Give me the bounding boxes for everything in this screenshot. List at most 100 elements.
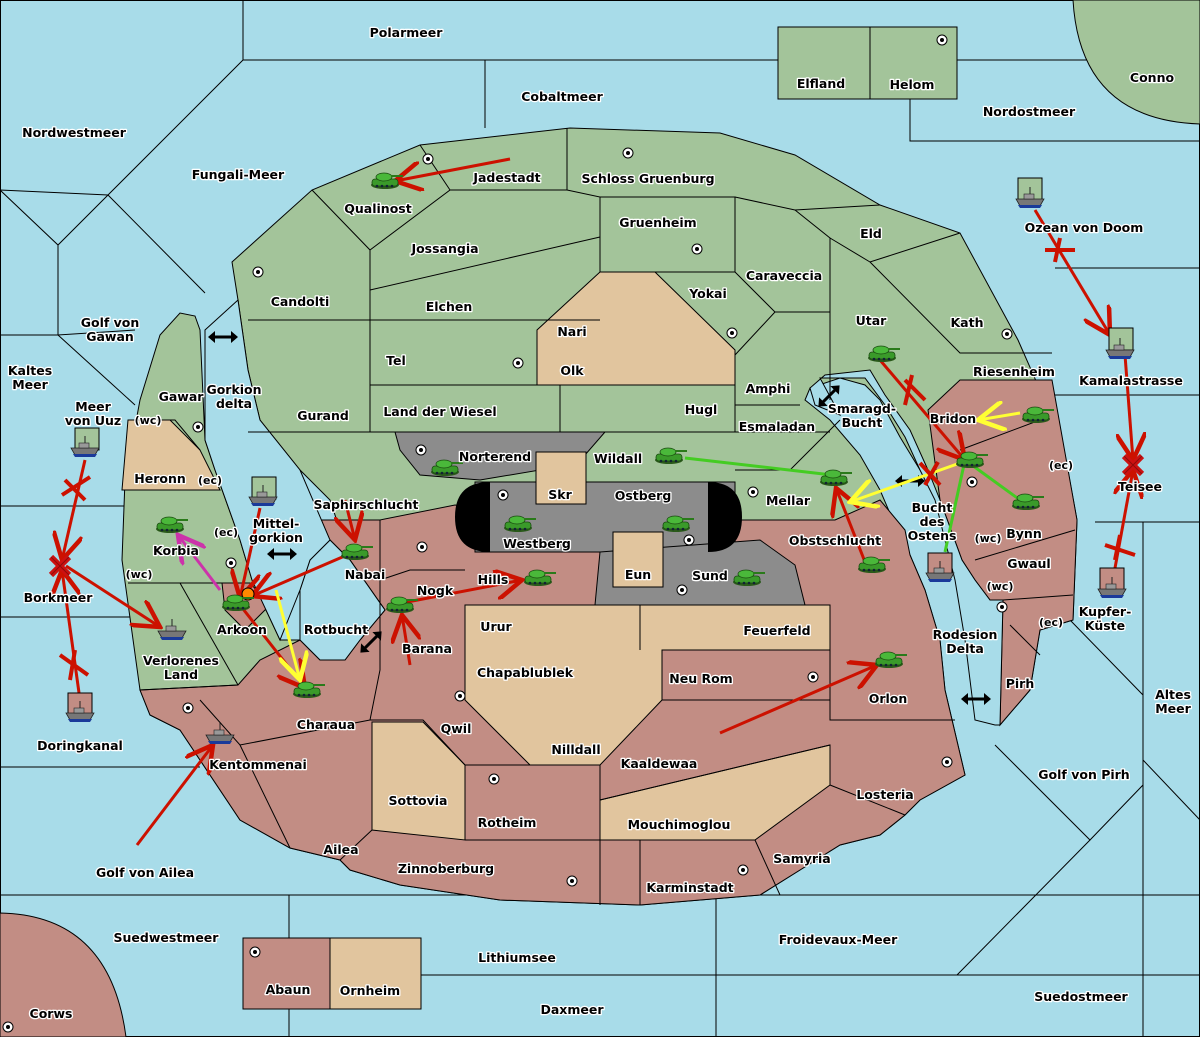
coast-label: (ec) xyxy=(198,474,222,487)
label-mellar[interactable]: Mellar xyxy=(765,492,813,510)
label-froidevaux: Froidevaux-Meer xyxy=(779,932,898,947)
label-hills[interactable]: Hills xyxy=(476,571,509,589)
move-order-arrow xyxy=(402,615,410,666)
label-candolti[interactable]: Candolti xyxy=(269,293,330,311)
label-gruenheim[interactable]: Gruenheim xyxy=(618,214,698,232)
move-order-arrow xyxy=(135,745,213,846)
label-yokai[interactable]: Yokai xyxy=(687,285,728,303)
province-eun[interactable] xyxy=(612,531,664,588)
label-nogk[interactable]: Nogk xyxy=(416,582,456,600)
label-helom[interactable]: Helom xyxy=(888,76,935,94)
label-jadestadt[interactable]: Jadestadt xyxy=(471,169,542,187)
label-schloss-gruenburg[interactable]: Schloss Gruenburg xyxy=(580,170,716,188)
label-gorkion-delta-2: delta xyxy=(216,396,252,411)
label-nilldall[interactable]: Nilldall xyxy=(550,741,602,759)
label-mouchimoglou[interactable]: Mouchimoglou xyxy=(626,816,731,834)
label-nari[interactable]: Nari xyxy=(556,323,588,341)
label-sund[interactable]: Sund xyxy=(691,567,729,585)
label-feuerfeld[interactable]: Feuerfeld xyxy=(742,622,812,640)
coast-label: (wc) xyxy=(987,580,1014,593)
move-order-arrow xyxy=(345,499,355,540)
label-samyria[interactable]: Samyria xyxy=(772,850,832,868)
label-esmaladan[interactable]: Esmaladan xyxy=(737,418,816,436)
label-corws[interactable]: Corws xyxy=(28,1005,74,1023)
label-rotheim[interactable]: Rotheim xyxy=(476,814,537,832)
label-urur[interactable]: Urur xyxy=(479,618,514,636)
label-riesenheim[interactable]: Riesenheim xyxy=(972,363,1057,381)
label-qwil[interactable]: Qwil xyxy=(439,720,472,738)
label-verlorenes-land[interactable]: Verlorenes xyxy=(142,652,221,670)
label-kath[interactable]: Kath xyxy=(949,314,985,332)
label-qualinost[interactable]: Qualinost xyxy=(343,200,413,218)
province-conno[interactable] xyxy=(1072,0,1200,125)
label-smaragd-bucht-2: Bucht xyxy=(842,415,883,430)
label-westberg[interactable]: Westberg xyxy=(502,535,572,553)
move-order-arrow xyxy=(719,665,877,735)
label-jossangia[interactable]: Jossangia xyxy=(409,240,480,258)
label-elchen[interactable]: Elchen xyxy=(424,298,473,316)
province-sottovia[interactable] xyxy=(371,721,466,841)
label-nabai[interactable]: Nabai xyxy=(343,566,386,584)
province-ornheim[interactable] xyxy=(329,937,422,1010)
label-altes-meer-2: Meer xyxy=(1155,701,1191,716)
move-order-arrow xyxy=(65,564,160,627)
label-elfland[interactable]: Elfland xyxy=(796,75,847,93)
label-korbia[interactable]: Korbia xyxy=(152,542,200,560)
label-utar[interactable]: Utar xyxy=(854,312,888,330)
label-golf-gawan: Golf von xyxy=(81,315,140,330)
label-ailea[interactable]: Ailea xyxy=(322,841,360,859)
label-karminstadt[interactable]: Karminstadt xyxy=(645,879,735,897)
label-caraveccia[interactable]: Caraveccia xyxy=(745,267,824,285)
move-order-arrow xyxy=(1033,209,1110,335)
label-obstschlucht[interactable]: Obstschlucht xyxy=(788,532,883,550)
label-neu-rom[interactable]: Neu Rom xyxy=(668,670,734,688)
label-gwaul[interactable]: Gwaul xyxy=(1006,555,1052,573)
label-kaltes-meer-2: Meer xyxy=(12,377,48,392)
label-ornheim[interactable]: Ornheim xyxy=(339,982,402,1000)
move-order-arrow xyxy=(878,359,965,460)
label-sottovia[interactable]: Sottovia xyxy=(387,792,449,810)
label-chapablublek[interactable]: Chapablublek xyxy=(476,664,575,682)
label-verlorenes-land-2[interactable]: Land xyxy=(163,666,200,684)
label-kentommenai[interactable]: Kentommenai xyxy=(208,756,308,774)
province-corws[interactable] xyxy=(0,912,127,1037)
label-cobaltmeer: Cobaltmeer xyxy=(521,89,603,104)
label-bynn[interactable]: Bynn xyxy=(1005,525,1043,543)
label-fungali: Fungali-Meer xyxy=(192,167,285,182)
fleets xyxy=(65,177,1135,745)
label-orlon[interactable]: Orlon xyxy=(867,690,908,708)
label-gurand[interactable]: Gurand xyxy=(296,407,350,425)
label-tel[interactable]: Tel xyxy=(385,352,407,370)
label-heronn[interactable]: Heronn xyxy=(133,470,187,488)
province-skr[interactable] xyxy=(535,451,587,505)
support-order-line xyxy=(684,456,833,477)
label-zinnoberburg[interactable]: Zinnoberburg xyxy=(397,860,496,878)
label-conno[interactable]: Conno xyxy=(1129,69,1176,87)
label-barana[interactable]: Barana xyxy=(401,640,454,658)
label-ostberg[interactable]: Ostberg xyxy=(613,487,672,505)
label-olk[interactable]: Olk xyxy=(559,362,586,380)
move-order-arrow xyxy=(62,459,87,560)
label-kaaldewaa[interactable]: Kaaldewaa xyxy=(619,755,698,773)
label-daxmeer: Daxmeer xyxy=(540,1002,604,1017)
label-bridon[interactable]: Bridon xyxy=(928,410,977,428)
label-arkoon[interactable]: Arkoon xyxy=(216,621,268,639)
province-labels: Polarmeer Cobaltmeer Nordwestmeer Fungal… xyxy=(7,24,1193,1023)
label-abaun[interactable]: Abaun xyxy=(264,981,311,999)
label-amphi[interactable]: Amphi xyxy=(744,380,791,398)
label-skr[interactable]: Skr xyxy=(547,486,574,504)
label-hugl[interactable]: Hugl xyxy=(683,401,718,419)
label-rotbucht: Rotbucht xyxy=(304,622,368,637)
label-wildall[interactable]: Wildall xyxy=(593,450,644,468)
label-gawar[interactable]: Gawar xyxy=(157,388,205,406)
label-charaua[interactable]: Charaua xyxy=(295,716,356,734)
label-saphirschlucht[interactable]: Saphirschlucht xyxy=(312,496,420,514)
label-land-der-wiesel[interactable]: Land der Wiesel xyxy=(382,403,498,421)
label-norterend[interactable]: Norterend xyxy=(458,448,533,466)
label-eun[interactable]: Eun xyxy=(624,566,653,584)
label-bucht-des-ostens: Bucht xyxy=(912,500,953,515)
label-eld[interactable]: Eld xyxy=(859,225,883,243)
label-pirh[interactable]: Pirh xyxy=(1004,675,1035,693)
label-losteria[interactable]: Losteria xyxy=(855,786,915,804)
label-meer-von-uuz-2: von Uuz xyxy=(65,413,121,428)
